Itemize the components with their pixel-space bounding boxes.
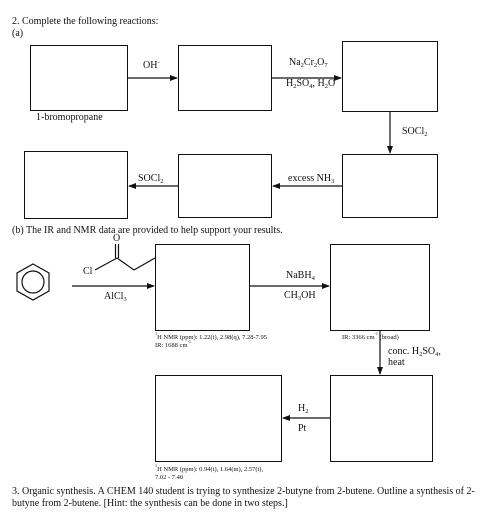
reagent-conc-h2so4: conc. H2SO4,: [388, 346, 441, 358]
answer-box-a5[interactable]: [178, 154, 272, 218]
reagent-alcl3: AlCl3: [104, 291, 127, 303]
answer-box-b4[interactable]: [155, 375, 282, 462]
reagent-socl2-right: SOCl2: [402, 126, 428, 138]
answer-box-a6[interactable]: [24, 151, 128, 219]
ir-data-2: IR: 3366 cm-1 (broad): [342, 331, 399, 341]
reagent-h2: H2: [298, 403, 309, 415]
part-a-label: (a): [12, 28, 24, 39]
reagent-excess-nh3: excess NH3: [288, 173, 335, 185]
part-b-label: (b) The IR and NMR data are provided to …: [12, 225, 283, 236]
carbonyl-oxygen-label: O: [113, 233, 121, 244]
answer-box-b3[interactable]: [330, 375, 433, 462]
propanoyl-chloride-structure: [94, 244, 156, 271]
answer-box-a3[interactable]: [342, 41, 438, 112]
ir-data-1: IR: 1688 cm-1: [155, 339, 192, 349]
nmr-data-3-line2: 7.02 - 7.40: [155, 474, 184, 481]
reagent-sulfuric-water: H2SO4, H2O: [286, 78, 336, 90]
answer-box-b1[interactable]: [155, 244, 250, 331]
reagent-nabh4: NaBH4: [286, 270, 315, 282]
question-2-title: 2. Complete the following reactions:: [12, 16, 159, 27]
chlorine-label: Cl: [83, 266, 93, 277]
nmr-data-1: 1H NMR (ppm): 1.22(t), 2.98(q), 7.28-7.9…: [155, 331, 268, 341]
answer-box-a2[interactable]: [178, 45, 272, 111]
reagent-pt: Pt: [298, 423, 307, 434]
reagent-dichromate: Na2Cr2O7: [289, 57, 328, 69]
reagent-socl2-left: SOCl2: [138, 173, 164, 185]
label-1-bromopropane: 1-bromopropane: [36, 112, 103, 123]
reagent-hydroxide: OH-: [143, 59, 160, 71]
benzene-structure: [16, 263, 50, 301]
answer-box-b2[interactable]: [330, 244, 430, 331]
reagent-heat: heat: [388, 357, 405, 368]
reagent-ch3oh: CH3OH: [284, 290, 316, 302]
answer-box-a1[interactable]: [30, 45, 128, 111]
question-3-text: 3. Organic synthesis. A CHEM 140 student…: [12, 486, 475, 509]
answer-box-a4[interactable]: [342, 154, 438, 218]
nmr-data-3: 1H NMR (ppm): 0.94(t), 1.64(m), 2.57(t),: [155, 463, 264, 473]
